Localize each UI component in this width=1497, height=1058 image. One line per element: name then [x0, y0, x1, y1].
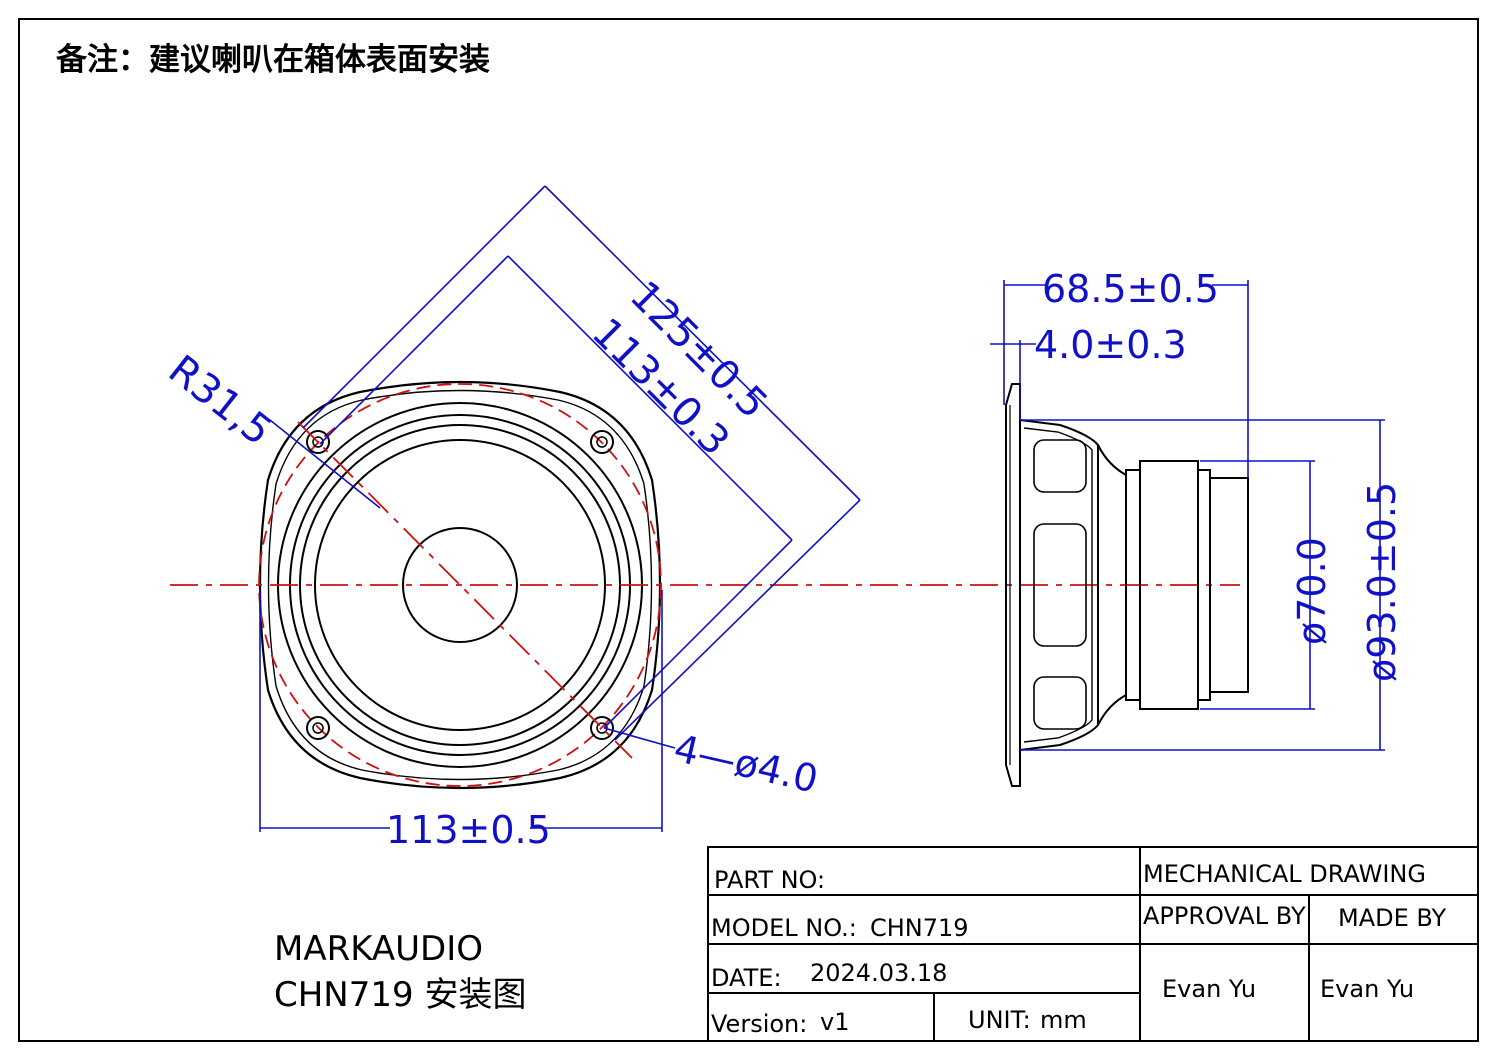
unit-value: mm — [1040, 1006, 1087, 1034]
frame-dia-dim: ø93.0±0.5 — [1360, 482, 1404, 682]
flange — [1005, 383, 1021, 787]
flange-dim: 4.0±0.3 — [1034, 323, 1187, 367]
front-dimensions: 125±0.5 113±0.3 R31,5 4—ø4.0 113±0.5 — [160, 185, 861, 852]
unit-label: UNIT: — [968, 1006, 1031, 1034]
brand-text: MARKAUDIO — [274, 929, 483, 969]
mechanical-drawing-label: MECHANICAL DRAWING — [1143, 860, 1426, 888]
holes-dim: 4—ø4.0 — [670, 726, 822, 802]
frame-inner-outline — [267, 389, 653, 781]
width-dim: 113±0.5 — [386, 808, 551, 852]
magnet-dia-dim: ø70.0 — [1290, 537, 1334, 645]
made-by-label: MADE BY — [1338, 904, 1447, 932]
side-dimensions: 68.5±0.5 4.0±0.3 ø70.0 ø93.0±0.5 — [990, 267, 1404, 751]
mounting-holes — [306, 430, 614, 740]
version-value: v1 — [820, 1008, 849, 1036]
dust-cap-circle — [402, 527, 518, 643]
basket-window-mid — [1033, 523, 1087, 647]
approval-value: Evan Yu — [1162, 975, 1256, 1003]
title-block: PART NO: MECHANICAL DRAWING MODEL NO.: C… — [707, 846, 1479, 1042]
basket-window-bottom — [1033, 676, 1087, 730]
basket-window-top — [1033, 439, 1087, 493]
back-plate — [1209, 477, 1249, 693]
model-no-label: MODEL NO.: — [711, 914, 857, 942]
part-no-label: PART NO: — [714, 866, 825, 894]
radius-dim: R31,5 — [160, 347, 280, 455]
note-text: 备注：建议喇叭在箱体表面安装 — [55, 42, 490, 78]
diagonal-centerline — [297, 421, 633, 759]
model-no-value: CHN719 — [870, 914, 969, 942]
date-value: 2024.03.18 — [810, 959, 947, 987]
made-by-value: Evan Yu — [1320, 975, 1414, 1003]
date-label: DATE: — [711, 964, 782, 992]
approval-label: APPROVAL BY — [1143, 902, 1306, 930]
front-view — [170, 380, 1240, 790]
side-view — [1005, 383, 1249, 787]
version-label: Version: — [711, 1010, 807, 1038]
basket-outline — [1019, 419, 1099, 751]
drawing-title: CHN719 安装图 — [274, 975, 526, 1015]
depth-dim: 68.5±0.5 — [1042, 267, 1219, 311]
cone-edge-circle — [314, 439, 606, 731]
